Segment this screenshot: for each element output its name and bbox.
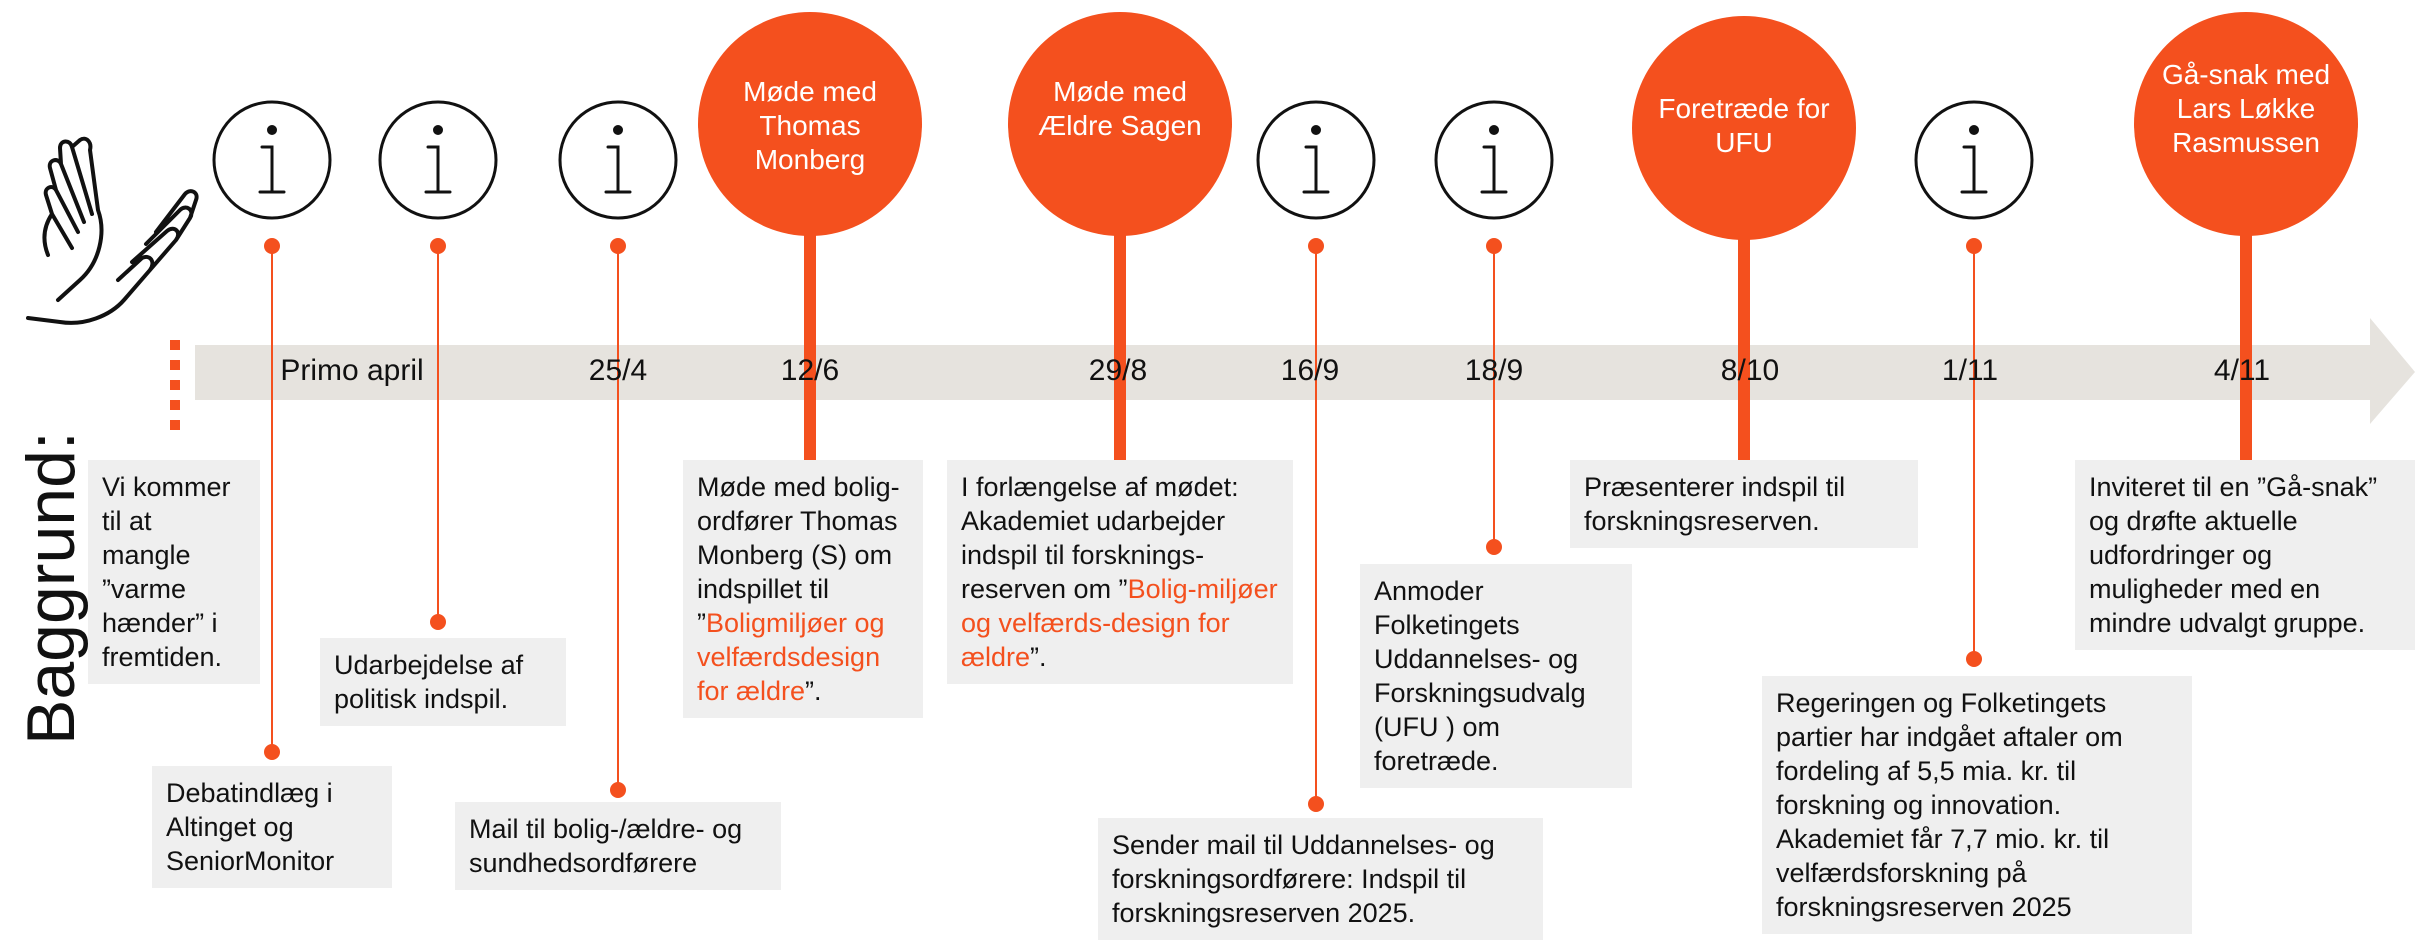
info-icon xyxy=(604,125,632,194)
date-label: Primo april xyxy=(280,354,424,387)
note-debatindlaeg: Debatindlæg i Altinget og SeniorMonitor xyxy=(152,766,392,888)
date-label: 18/9 xyxy=(1464,354,1524,387)
info-icon xyxy=(1960,125,1988,194)
meeting-circle-text: Foretræde for UFU xyxy=(1658,93,1830,158)
timeline-start-marker xyxy=(170,340,180,430)
note-baggrund: Vi kommer til at mangle ”varme hænder” i… xyxy=(88,460,260,684)
note-text: ”. xyxy=(805,676,822,706)
date-label: 4/11 xyxy=(2213,354,2271,387)
note-praesenterer-8-10: Præsenterer indspil til forskningsreserv… xyxy=(1570,460,1918,548)
note-regeringen-1-11: Regeringen og Folketingets partier har i… xyxy=(1762,676,2192,934)
note-mail-25-4: Mail til bolig-/ældre- og sundhedsordfør… xyxy=(455,802,781,890)
note-moede-29-8: I forlængelse af mødet: Akademiet udarbe… xyxy=(947,460,1293,684)
meeting-circle-text: Gå-snak med Lars Løkke Rasmussen xyxy=(2161,59,2331,158)
note-text: I forlængelse af mødet: Akademiet udarbe… xyxy=(961,472,1239,604)
timeline-arrow xyxy=(195,318,2415,424)
event-12-6-graphic xyxy=(698,12,922,460)
note-text: Møde med bolig-ordfører Thomas Monberg (… xyxy=(697,472,900,638)
event-25-4-graphic xyxy=(558,100,678,798)
info-icon xyxy=(1480,125,1508,194)
note-anmoder-18-9: Anmoder Folketingets Uddannelses- og For… xyxy=(1360,564,1632,788)
info-icon xyxy=(424,125,452,194)
note-highlight: Bolig-miljøer og velfærds-design for æld… xyxy=(961,574,1278,672)
date-label: 16/9 xyxy=(1280,354,1340,387)
event-8-10-graphic xyxy=(1632,16,1856,460)
meeting-circle-text: Møde med Thomas Monberg xyxy=(743,76,877,175)
section-title: Baggrund: xyxy=(13,431,89,745)
date-label: 25/4 xyxy=(588,354,648,387)
date-label: 1/11 xyxy=(1941,354,1999,387)
date-label: 8/10 xyxy=(1720,354,1780,387)
date-label: 12/6 xyxy=(780,354,840,387)
note-text: ”. xyxy=(1030,642,1047,672)
event-29-8-graphic xyxy=(1008,12,1232,460)
note-udarbejdelse: Udarbejdelse af politisk indspil. xyxy=(320,638,566,726)
event-4-11-graphic xyxy=(2134,12,2358,460)
info-icon xyxy=(258,125,286,194)
note-mail-16-9: Sender mail til Uddannelses- og forsknin… xyxy=(1098,818,1543,940)
info-icon xyxy=(1302,125,1330,194)
date-label: 29/8 xyxy=(1088,354,1148,387)
meeting-circle-text: Møde med Ældre Sagen xyxy=(1038,76,1202,141)
note-inviteret-4-11: Inviteret til en ”Gå-snak” og drøfte akt… xyxy=(2075,460,2415,650)
note-moede-12-6: Møde med bolig-ordfører Thomas Monberg (… xyxy=(683,460,923,718)
sign-language-hands-icon xyxy=(26,136,199,325)
event-16-9-graphic xyxy=(1256,100,1376,812)
note-highlight: Boligmiljøer og velfærdsdesign for ældre xyxy=(697,608,885,706)
event-primo-april-graphic xyxy=(212,100,498,760)
